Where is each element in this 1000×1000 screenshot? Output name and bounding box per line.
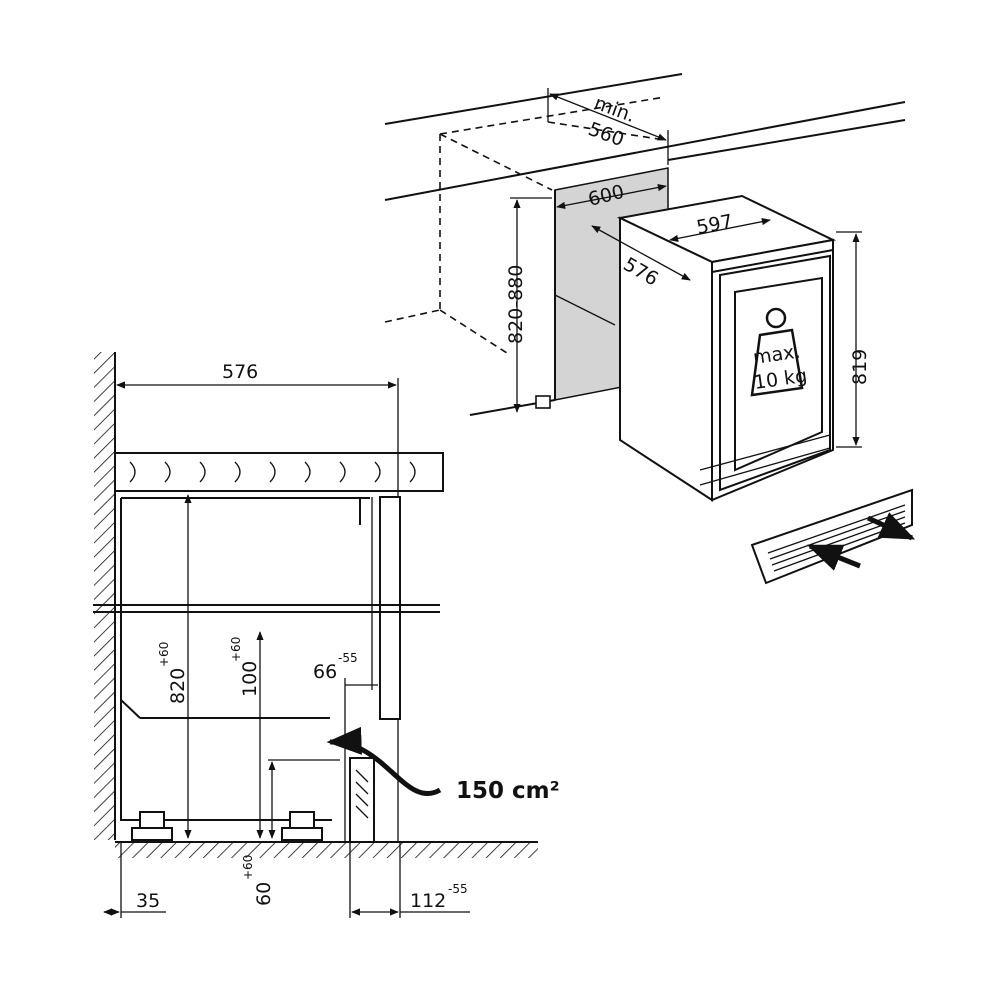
dim-plinth-value: 100 — [239, 661, 261, 697]
vent-area: 150 cm² — [456, 778, 560, 804]
dim-depth: 576 — [222, 361, 258, 383]
airflow-arrow — [326, 726, 442, 796]
dim-front-tol: -55 — [448, 882, 468, 896]
dim-plinth-tol: +60 — [229, 637, 243, 662]
dim-foot-tol: +60 — [241, 855, 255, 880]
wall-hatch — [94, 352, 114, 840]
worktop-front-line-2 — [667, 119, 906, 161]
dim-niche-height: 820-880 — [505, 265, 527, 344]
dim-height-value: 820 — [167, 668, 189, 704]
weight-icon — [750, 307, 804, 397]
dim-gap-value: 66 — [313, 661, 337, 683]
door-glass — [734, 276, 823, 472]
rear-foot — [131, 811, 173, 841]
dim-gap-tol: -55 — [338, 651, 358, 665]
appliance-body — [616, 194, 837, 502]
worktop-back-line — [384, 73, 683, 125]
section-view: 576 150 cm² — [93, 352, 560, 918]
worktop-front-line — [384, 101, 906, 201]
iso-view: min. 560 600 820-880 597 576 819 — [384, 73, 916, 585]
worktop-grain — [129, 461, 416, 483]
door-frame — [719, 254, 831, 492]
plinth — [349, 757, 375, 843]
dim-appliance-height: 819 — [849, 349, 871, 385]
floor-hatch — [115, 842, 538, 858]
adjustable-foot — [535, 395, 551, 409]
worktop — [114, 452, 444, 492]
airflow-arrows-icon — [806, 512, 916, 571]
dim-front-value: 112 — [410, 890, 446, 912]
door — [379, 496, 401, 720]
front-foot — [281, 811, 323, 841]
dim-rear-value: 35 — [136, 890, 160, 912]
niche-inner-line — [554, 294, 616, 326]
vent-grille — [750, 488, 913, 585]
dim-foot-value: 60 — [253, 882, 275, 906]
dim-height-tol: +60 — [157, 642, 171, 667]
